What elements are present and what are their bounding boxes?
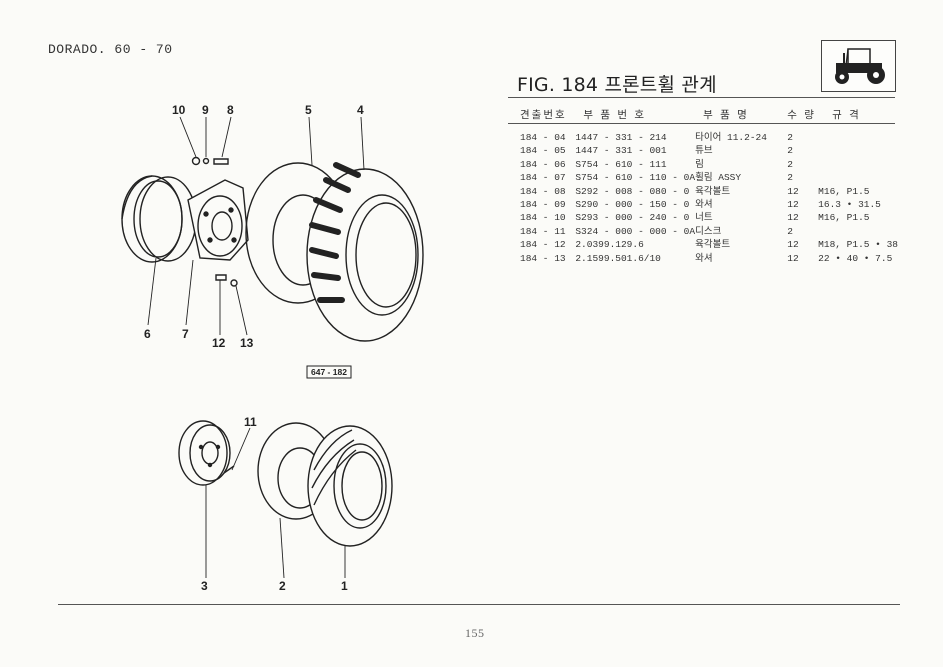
page-number: 155: [465, 626, 485, 640]
small-rim-drawing: [178, 420, 231, 486]
parts-table: 견출번호 부 품 번 호 부 품 명 수 량 규 격 184 - 04 1447 …: [508, 105, 898, 265]
tractor-tire-drawing: [306, 162, 424, 342]
row-quantity: 2: [787, 172, 793, 184]
row-part-no: S754 - 610 - 110 - 0A: [575, 172, 696, 184]
row-quantity: 12: [787, 252, 799, 264]
row-quantity: 2: [787, 158, 793, 170]
callout-6: 6: [144, 327, 151, 341]
bolt-drawing: [213, 158, 229, 165]
row-part-name: 와셔: [695, 199, 713, 211]
row-ref-no: 184 - 10: [520, 212, 566, 224]
row-part-no: 1447 - 331 - 001: [575, 145, 667, 157]
callout-4: 4: [357, 103, 364, 117]
callout-9: 9: [202, 103, 209, 117]
row-ref-no: 184 - 04: [520, 132, 566, 143]
row-ref-no: 184 - 06: [520, 158, 566, 170]
row-part-no: S293 - 000 - 240 - 0: [575, 212, 690, 224]
callout-3: 3: [201, 579, 208, 593]
col-spec: 규 격: [832, 108, 861, 121]
col-ref-no: 견출번호: [520, 108, 567, 121]
model-title: DORADO. 60 - 70: [48, 42, 173, 57]
table-row: 184 - 13 2.1599.501.6/10 와셔 12 22 • 40 • 7.5: [508, 252, 898, 265]
row-ref-no: 184 - 05: [520, 145, 566, 157]
callout-5: 5: [305, 103, 312, 117]
row-part-name: 육각볼트: [695, 239, 731, 251]
row-quantity: 12: [787, 212, 799, 224]
tractor-icon: [835, 48, 885, 84]
table-header-row: 견출번호 부 품 번 호 부 품 명 수 량 규 격: [508, 105, 898, 123]
table-row: 184 - 04 1447 - 331 - 214 타이어 11.2-24 2: [508, 131, 898, 144]
table-row: 184 - 08 S292 - 008 - 080 - 0 육각볼트 12 M16, P…: [508, 185, 898, 198]
row-quantity: 12: [787, 199, 799, 211]
callout-1: 1: [341, 579, 348, 593]
row-ref-no: 184 - 08: [520, 185, 566, 197]
reference-code: 647 - 182: [311, 367, 347, 377]
col-part-no: 부 품 번 호: [583, 108, 647, 121]
callout-11: 11: [244, 415, 257, 429]
row-part-name: 튜브: [695, 145, 713, 157]
leader-lines: [147, 116, 365, 579]
row-ref-no: 184 - 12: [520, 239, 566, 251]
callout-10: 10: [172, 103, 186, 117]
callout-13: 13: [240, 336, 254, 350]
row-part-no: 2.1599.501.6/10: [575, 252, 661, 264]
row-part-name: 너트: [695, 212, 713, 224]
callout-12: 12: [212, 336, 226, 350]
row-ref-no: 184 - 07: [520, 172, 566, 184]
row-part-name: 디스크: [695, 225, 722, 237]
callout-7: 7: [182, 327, 189, 341]
wheel-disc-drawing: [187, 179, 249, 261]
row-spec: M16, P1.5: [818, 185, 870, 197]
row-spec: 16.3 • 31.5: [818, 199, 881, 211]
row-quantity: 12: [787, 239, 799, 251]
row-part-name: 휠림 ASSY: [695, 172, 742, 184]
tractor-thumbnail: [821, 40, 896, 92]
title-rule: [508, 97, 895, 98]
row-part-name: 림: [695, 158, 704, 170]
table-row: 184 - 06 S754 - 610 - 111 림 2: [508, 158, 898, 171]
row-part-no: S754 - 610 - 111: [575, 158, 667, 170]
row-ref-no: 184 - 13: [520, 252, 566, 264]
nut-drawing: [191, 156, 201, 166]
row-part-no: S292 - 008 - 080 - 0: [575, 185, 690, 197]
col-quantity: 수 량: [787, 108, 816, 121]
row-part-name: 와셔: [695, 252, 713, 264]
row-part-no: 2.0399.129.6: [575, 239, 644, 251]
row-part-no: S290 - 000 - 150 - 0: [575, 199, 690, 211]
rim-drawing: [121, 175, 197, 263]
reference-code-box: 647 - 182: [306, 365, 352, 379]
callout-8: 8: [227, 103, 234, 117]
small-washer-drawing: [230, 279, 238, 287]
table-row: 184 - 05 1447 - 331 - 001 튜브 2: [508, 144, 898, 157]
row-spec: M18, P1.5 • 38: [818, 239, 898, 251]
row-quantity: 2: [787, 225, 793, 237]
table-row: 184 - 10 S293 - 000 - 240 - 0 너트 12 M16, P1.…: [508, 211, 898, 224]
row-spec: M16, P1.5: [818, 212, 870, 224]
row-spec: 22 • 40 • 7.5: [818, 252, 893, 264]
footer-rule: [58, 604, 900, 605]
hex-bolt-drawing: [215, 274, 227, 281]
washer-drawing: [202, 157, 210, 165]
row-quantity: 2: [787, 132, 793, 143]
row-part-name: 타이어 11.2-24: [695, 132, 767, 143]
col-part-name: 부 품 명: [703, 108, 749, 121]
table-row: 184 - 12 2.0399.129.6 육각볼트 12 M18, P1.5 • 38: [508, 238, 898, 251]
callout-2: 2: [279, 579, 286, 593]
figure-title: FIG. 184 프론트휠 관계: [517, 74, 717, 96]
header-rule: [508, 123, 895, 124]
row-ref-no: 184 - 09: [520, 199, 566, 211]
row-part-no: 1447 - 331 - 214: [575, 132, 667, 143]
row-quantity: 12: [787, 185, 799, 197]
rib-tire-drawing: [307, 425, 393, 547]
callouts: 10 9 8 5 4 6 7 12 13 11 3 2 1: [144, 103, 364, 593]
row-quantity: 2: [787, 145, 793, 157]
row-ref-no: 184 - 11: [520, 225, 566, 237]
table-row: 184 - 09 S290 - 000 - 150 - 0 와셔 12 16.3 • 3…: [508, 198, 898, 211]
row-part-no: S324 - 000 - 000 - 0A: [575, 225, 696, 237]
stud-drawing: [223, 465, 235, 474]
row-part-name: 육각볼트: [695, 185, 731, 197]
